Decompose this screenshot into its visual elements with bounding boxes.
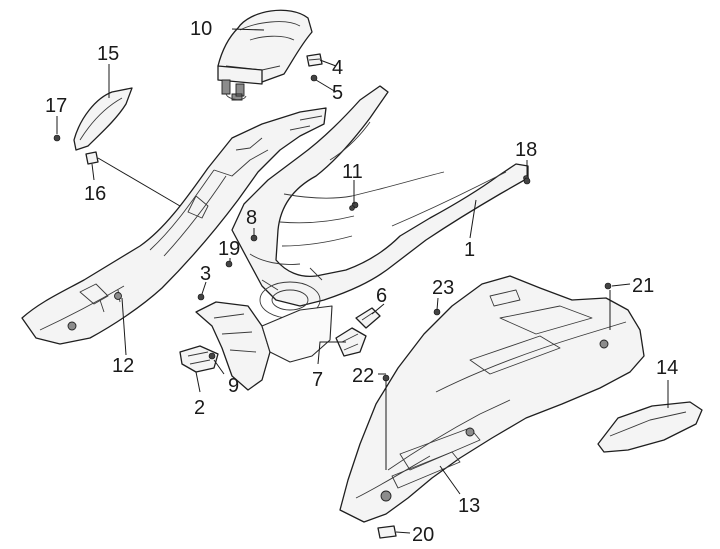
part-13-floor-board bbox=[339, 275, 645, 523]
callout-19: 19 bbox=[218, 238, 240, 260]
leader-2 bbox=[195, 371, 201, 393]
callout-18: 18 bbox=[515, 139, 537, 161]
leader-9 bbox=[213, 359, 225, 375]
part-18-screw bbox=[523, 177, 531, 185]
leader-20 bbox=[395, 531, 411, 534]
leader-6 bbox=[371, 303, 385, 315]
callout-1: 1 bbox=[464, 239, 475, 261]
part-17-screw bbox=[53, 134, 61, 142]
callout-5: 5 bbox=[332, 82, 343, 104]
leader-23 bbox=[436, 297, 439, 311]
callout-15: 15 bbox=[97, 43, 119, 65]
callout-6: 6 bbox=[376, 285, 387, 307]
part-6-bracket bbox=[355, 307, 381, 329]
callout-23: 23 bbox=[432, 277, 454, 299]
part-16-clip bbox=[85, 151, 99, 165]
callout-8: 8 bbox=[246, 207, 257, 229]
part-10-cover bbox=[217, 9, 313, 101]
part-19-screw bbox=[225, 260, 233, 268]
callout-12: 12 bbox=[112, 355, 134, 377]
leader-lines bbox=[56, 28, 669, 534]
part-12-left-panel bbox=[21, 107, 327, 345]
callout-3: 3 bbox=[200, 263, 211, 285]
callout-labels: 10 4 5 15 17 16 11 18 1 8 19 3 12 9 2 6 … bbox=[45, 18, 678, 546]
callout-14: 14 bbox=[656, 357, 678, 379]
part-5-screw bbox=[310, 74, 318, 82]
callout-9: 9 bbox=[228, 375, 239, 397]
part-4-clip bbox=[306, 53, 323, 67]
leader-10 bbox=[231, 28, 265, 31]
leader-7 bbox=[317, 341, 346, 365]
leader-12 bbox=[121, 297, 127, 356]
callout-2: 2 bbox=[194, 397, 205, 419]
callout-10: 10 bbox=[190, 18, 212, 40]
callout-11: 11 bbox=[342, 161, 363, 183]
part-15-side-cover bbox=[73, 87, 133, 151]
callout-13: 13 bbox=[458, 495, 480, 517]
leader-1 bbox=[469, 199, 477, 239]
part-center-lower-frame bbox=[195, 301, 333, 391]
leader-16-to-12 bbox=[97, 157, 181, 207]
part-20-clip bbox=[377, 525, 397, 539]
leader-3 bbox=[201, 281, 207, 295]
callout-21: 21 bbox=[632, 275, 654, 297]
part-14-small-panel bbox=[597, 401, 703, 453]
callout-7: 7 bbox=[312, 369, 323, 391]
callout-16: 16 bbox=[84, 183, 106, 205]
leader-21 bbox=[611, 283, 631, 287]
leader-13 bbox=[439, 465, 461, 495]
part-21-screw bbox=[604, 282, 612, 290]
callout-20: 20 bbox=[412, 524, 434, 546]
callout-4: 4 bbox=[332, 57, 343, 79]
part-7-bracket bbox=[335, 327, 367, 357]
callout-17: 17 bbox=[45, 95, 67, 117]
part-11-clip bbox=[349, 205, 355, 211]
part-3-screw bbox=[197, 293, 205, 301]
leader-4 bbox=[319, 59, 337, 67]
part-2-bracket bbox=[179, 345, 219, 373]
leader-5 bbox=[315, 79, 337, 93]
callout-22: 22 bbox=[352, 365, 374, 387]
part-9-screw bbox=[208, 352, 216, 360]
leader-16 bbox=[91, 163, 95, 181]
